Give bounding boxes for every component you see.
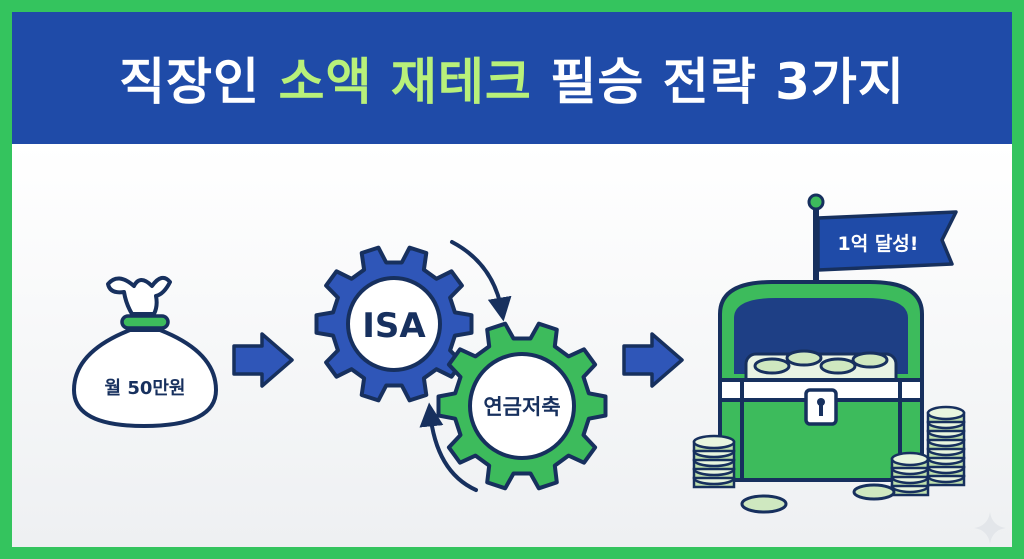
flag-label: 1억 달성! [838,233,919,255]
cycle-arrow-icon [450,240,512,322]
page-title: 직장인 소액 재테크 필승 전략 3가지 [119,42,905,114]
title-highlight: 소액 재테크 [278,53,532,111]
money-bag-icon: 월 50만원 [72,275,218,428]
arrow-right-icon [622,332,684,388]
coin-stack-icon [692,434,736,489]
flag-icon: 1억 달성! [807,193,958,347]
coin-stack-icon [890,451,930,497]
treasure-chest-icon [718,280,924,482]
money-bag-label: 월 50만원 [105,378,186,399]
coin-stack-icon [926,405,966,487]
title-part-2: 필승 전략 3가지 [531,53,905,111]
isa-gear-label: ISA [362,306,426,346]
sparkle-icon [974,512,1006,544]
arrow-right-icon [232,332,294,388]
cycle-arrow-icon [419,402,478,492]
illustration-area: 월 50만원 ISA 연금저축 [12,144,1012,547]
gear-icon: ISA [314,245,474,403]
illustration-canvas: 월 50만원 ISA 연금저축 [72,193,1006,544]
title-part-1: 직장인 [119,53,279,111]
pension-gear-label: 연금저축 [483,395,560,419]
coin-stack-icon [740,483,896,514]
gear-icon: 연금저축 [436,321,608,491]
title-banner: 직장인 소액 재테크 필승 전략 3가지 [12,12,1012,144]
